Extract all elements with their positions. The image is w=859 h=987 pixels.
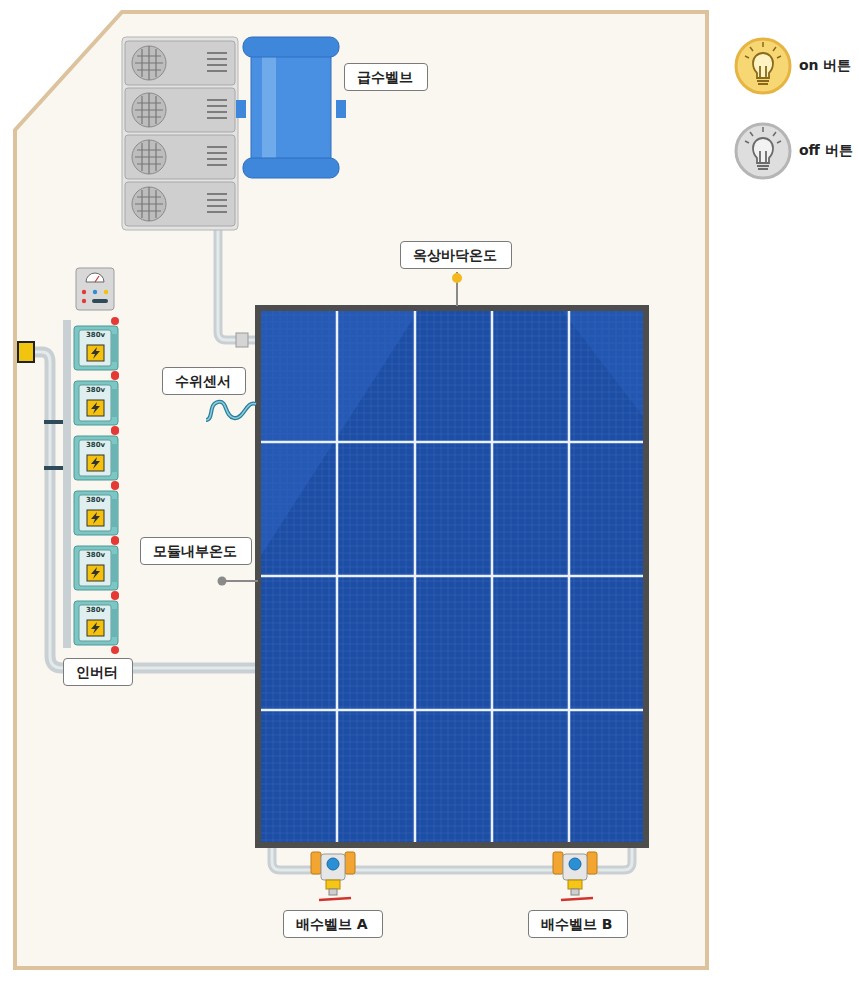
label-text: 옥상바닥온도 xyxy=(413,247,499,263)
legend-text: off 버튼 xyxy=(799,142,853,160)
label-text: 배수벨브 B xyxy=(541,916,615,932)
label-box: 수위센서 xyxy=(162,367,246,395)
voltage-label: 380v xyxy=(86,496,105,504)
voltage-label: 380v xyxy=(86,441,105,449)
label-box: 배수벨브 A xyxy=(283,910,383,938)
label-box: 모듈내부온도 xyxy=(140,537,252,565)
voltage-label: 380v xyxy=(86,331,105,339)
bulb-icon xyxy=(733,121,793,181)
label-box: 옥상바닥온도 xyxy=(400,241,512,269)
label-text: 급수벨브 xyxy=(357,69,415,85)
label-box: 인버터 xyxy=(63,658,133,686)
voltage-label: 380v xyxy=(86,386,105,394)
legend-item: off 버튼 xyxy=(733,121,853,181)
legend-text: on 버튼 xyxy=(799,57,851,75)
legend-item: on 버튼 xyxy=(733,36,851,96)
label-box: 급수벨브 xyxy=(344,63,428,91)
label-text: 배수벨브 A xyxy=(296,916,370,932)
label-box: 배수벨브 B xyxy=(528,910,628,938)
voltage-label: 380v xyxy=(86,606,105,614)
label-text: 수위센서 xyxy=(175,373,233,389)
label-text: 인버터 xyxy=(76,664,120,680)
voltage-label: 380v xyxy=(86,551,105,559)
label-text: 모듈내부온도 xyxy=(153,543,239,559)
bulb-icon xyxy=(733,36,793,96)
